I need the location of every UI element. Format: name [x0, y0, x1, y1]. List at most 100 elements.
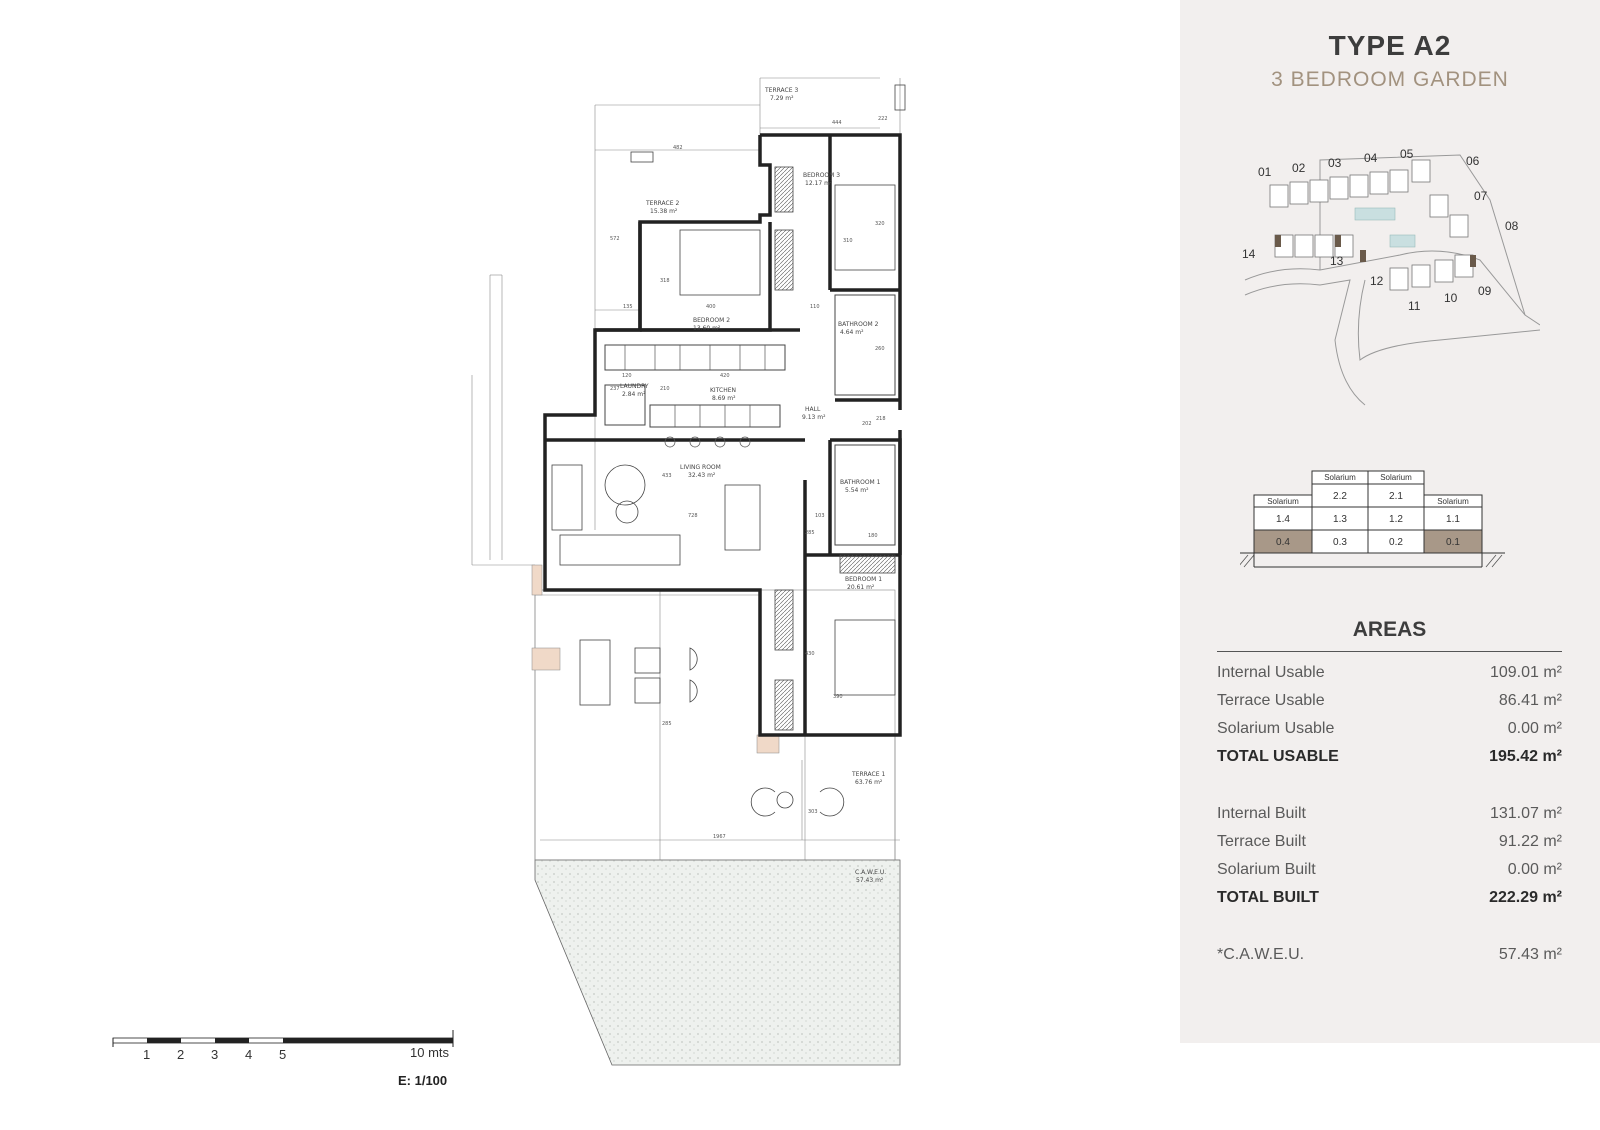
- room-label: HALL: [805, 406, 821, 413]
- area-row: Internal Built 131.07 m²: [1217, 805, 1562, 829]
- room-area: 32.43 m²: [688, 472, 716, 479]
- level-cell-highlighted: 0.4: [1276, 537, 1290, 548]
- room-area: 15.38 m²: [650, 208, 678, 215]
- kitchen-cabinets: [624, 345, 766, 448]
- area-value: 109.01 m²: [1489, 664, 1562, 681]
- room-label: TERRACE 2: [645, 200, 679, 207]
- dimension: 303: [808, 809, 818, 815]
- dimension: 260: [875, 346, 885, 352]
- dimension: 1967: [713, 834, 726, 840]
- areas-title: AREAS: [1352, 618, 1427, 641]
- garden-area: [534, 859, 901, 1066]
- level-cell-highlighted: 0.1: [1446, 537, 1460, 548]
- scale-tick: 2: [177, 1047, 185, 1062]
- area-row: Solarium Usable 0.00 m²: [1217, 720, 1562, 744]
- solarium-header: Solarium: [1437, 497, 1469, 506]
- room-label: TERRACE 1: [851, 771, 885, 778]
- dimension: 237: [610, 386, 620, 392]
- unit-type-title: TYPE A2: [1328, 30, 1452, 61]
- area-value: 195.42 m²: [1489, 748, 1562, 765]
- solarium-header: Solarium: [1324, 473, 1356, 482]
- area-value: 91.22 m²: [1498, 833, 1562, 850]
- room-label: TERRACE 3: [764, 87, 798, 94]
- level-cell: 1.3: [1333, 514, 1347, 525]
- unit-label: 11: [1408, 299, 1421, 313]
- room-area: 20.61 m²: [847, 584, 875, 591]
- room-label: BATHROOM 2: [838, 321, 879, 328]
- level-cell: 2.1: [1389, 491, 1403, 502]
- room-area: 12.17 m²: [805, 180, 833, 187]
- dimension: 728: [688, 513, 698, 519]
- room-area: 7.29 m²: [770, 95, 794, 102]
- area-row: Terrace Usable 86.41 m²: [1217, 692, 1562, 716]
- scale-ratio: E: 1/100: [398, 1073, 448, 1088]
- dimension: 420: [720, 373, 730, 379]
- dimension: 110: [810, 304, 820, 310]
- solarium-header: Solarium: [1267, 497, 1299, 506]
- dimension: 444: [832, 120, 842, 126]
- unit-label: 09: [1478, 284, 1492, 298]
- area-label: TOTAL BUILT: [1217, 889, 1319, 906]
- dimension: 572: [610, 236, 620, 242]
- area-total-row: TOTAL BUILT 222.29 m²: [1217, 889, 1562, 913]
- dimension: 218: [876, 416, 886, 422]
- level-cell: 0.3: [1333, 537, 1347, 548]
- level-cell: 1.1: [1446, 514, 1460, 525]
- area-label: Solarium Built: [1217, 861, 1316, 878]
- scale-tick: 5: [279, 1047, 287, 1062]
- room-label: LAUNDRY: [620, 383, 649, 390]
- area-label: TOTAL USABLE: [1217, 748, 1339, 765]
- area-value: 86.41 m²: [1498, 692, 1562, 709]
- area-label: Internal Built: [1217, 805, 1306, 822]
- scale-bar: [112, 1030, 454, 1047]
- room-label: LIVING ROOM: [680, 464, 721, 471]
- dimension: 310: [843, 238, 853, 244]
- dimension: 285: [662, 721, 672, 727]
- room-label: BEDROOM 1: [845, 576, 882, 583]
- level-cell: 2.2: [1333, 491, 1347, 502]
- area-label: Terrace Built: [1217, 833, 1306, 850]
- unit-label: 07: [1474, 189, 1488, 203]
- site-map-labels: 01 02 03 04 05 06 07 08 09 10 11 12 13 1…: [1242, 147, 1519, 313]
- scale-tick: 10 mts: [410, 1045, 450, 1060]
- level-cell: 1.2: [1389, 514, 1403, 525]
- dimension: 135: [623, 304, 633, 310]
- dimension: 390: [833, 694, 843, 700]
- area-value: 131.07 m²: [1489, 805, 1562, 822]
- scale-tick: 4: [245, 1047, 253, 1062]
- dimension-labels: 444 222 482 572 310 320 318 135 400 110 …: [610, 116, 888, 840]
- unit-label: 03: [1328, 156, 1342, 170]
- unit-label: 06: [1466, 154, 1480, 168]
- area-row: Internal Usable 109.01 m²: [1217, 664, 1562, 688]
- dimension: 210: [660, 386, 670, 392]
- solarium-header: Solarium: [1380, 473, 1412, 482]
- room-labels: TERRACE 3 7.29 m² BEDROOM 3 12.17 m² TER…: [620, 87, 886, 884]
- area-label: Solarium Usable: [1217, 720, 1335, 737]
- area-value: 0.00 m²: [1507, 720, 1562, 737]
- dimension: 180: [868, 533, 878, 539]
- room-area: 57.43 m²: [856, 877, 884, 884]
- area-label: Terrace Usable: [1217, 692, 1325, 709]
- dimension: 430: [805, 651, 815, 657]
- unit-label: 05: [1400, 147, 1414, 161]
- scale-tick: 1: [143, 1047, 151, 1062]
- scale-tick: 3: [211, 1047, 219, 1062]
- room-area: 5.54 m²: [845, 487, 869, 494]
- area-value: 222.29 m²: [1489, 889, 1562, 906]
- dimension: 285: [805, 530, 815, 536]
- dimension: 320: [875, 221, 885, 227]
- room-area: 8.69 m²: [712, 395, 736, 402]
- unit-label: 02: [1292, 161, 1306, 175]
- room-area: 2.84 m²: [622, 391, 646, 398]
- unit-type-subtitle: 3 BEDROOM GARDEN: [1271, 68, 1509, 91]
- level-cell: 1.4: [1276, 514, 1290, 525]
- room-area: 4.64 m²: [840, 329, 864, 336]
- dimension: 482: [673, 145, 683, 151]
- room-label: KITCHEN: [710, 387, 736, 394]
- areas-divider: [1217, 651, 1562, 652]
- area-row: *C.A.W.E.U. 57.43 m²: [1217, 946, 1562, 970]
- room-area: 9.13 m²: [802, 414, 826, 421]
- area-label: *C.A.W.E.U.: [1217, 946, 1305, 963]
- room-area: 63.76 m²: [855, 779, 883, 786]
- solarium-diagram: Solarium Solarium Solarium Solarium 2.2 …: [1240, 470, 1505, 568]
